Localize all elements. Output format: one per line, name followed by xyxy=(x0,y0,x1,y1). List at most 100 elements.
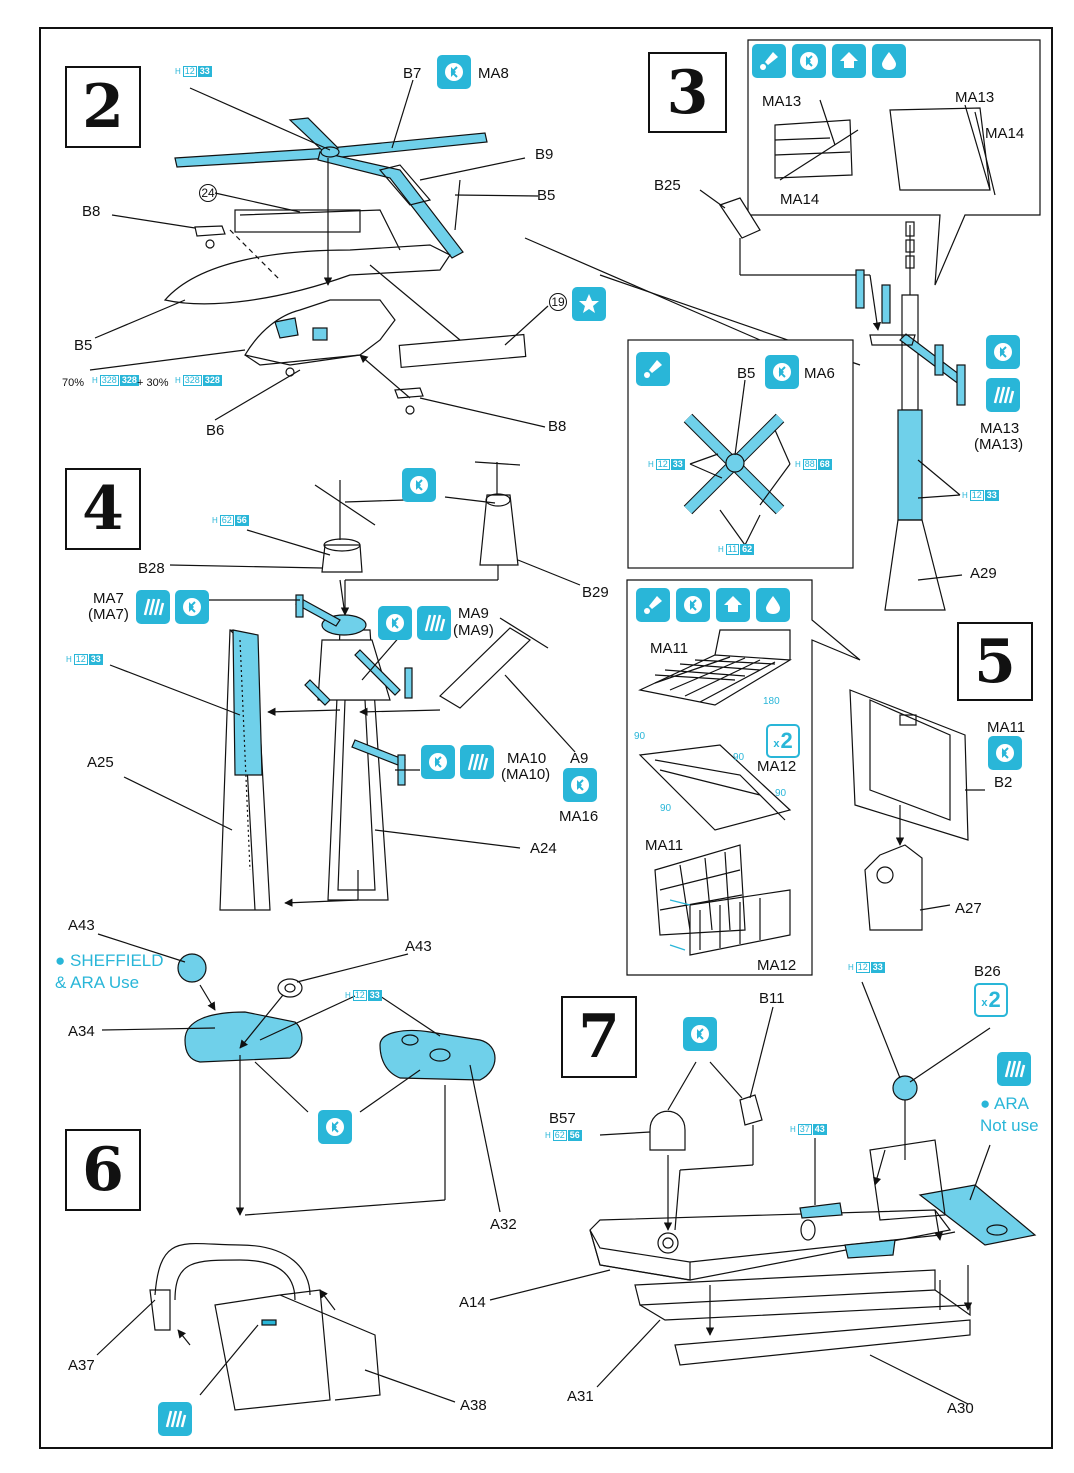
step6-bridge xyxy=(96,933,501,1411)
label-b5: B5 xyxy=(737,365,756,382)
note-sheffield-ara-use: ● SHEFFIELD& ARA Use xyxy=(55,951,164,992)
step4-foremast xyxy=(109,461,581,911)
angle-90-a: 90 xyxy=(634,731,646,742)
label-a32: A32 xyxy=(490,1216,517,1233)
decal-star-icon xyxy=(572,287,606,321)
label-ma13-paren: (MA13) xyxy=(974,436,1024,453)
step5-radar xyxy=(849,689,985,931)
mix-ratio-70: 70% xyxy=(62,377,85,389)
photo-etch-icon xyxy=(158,1402,192,1436)
cement-icon xyxy=(402,468,436,502)
step-number-5: 5 xyxy=(957,622,1033,701)
label-b8-left: B8 xyxy=(82,203,101,220)
label-ma14-b: MA14 xyxy=(985,125,1025,142)
label-ma8: MA8 xyxy=(478,65,509,82)
decal-number-19: 19 xyxy=(549,293,567,311)
label-ma10-paren: (MA10) xyxy=(501,766,551,783)
angle-180: 180 xyxy=(763,696,780,707)
label-b25: B25 xyxy=(654,177,681,194)
step5-inset xyxy=(626,579,861,976)
angle-90-d: 90 xyxy=(775,788,787,799)
cement-icon xyxy=(437,55,471,89)
label-b57: B57 xyxy=(549,1110,576,1127)
label-a9: A9 xyxy=(570,750,589,767)
label-b9: B9 xyxy=(535,146,554,163)
label-b8-bottom: B8 xyxy=(548,418,567,435)
step7-deck xyxy=(489,981,1037,1405)
label-ma13-main: MA13 xyxy=(980,420,1020,437)
label-ma7-paren: (MA7) xyxy=(88,606,129,623)
cement-icon xyxy=(421,745,455,779)
cement-icon xyxy=(563,768,597,802)
decal-number-24: 24 xyxy=(199,184,217,202)
label-ma7: MA7 xyxy=(93,590,124,607)
cement-icon xyxy=(765,355,799,389)
label-a29: A29 xyxy=(970,565,997,582)
paint-icon xyxy=(636,352,670,386)
label-b29: B29 xyxy=(582,584,609,601)
label-a25: A25 xyxy=(87,754,114,771)
label-a38: A38 xyxy=(460,1397,487,1414)
optional-part-icon xyxy=(832,44,866,78)
photo-etch-icon xyxy=(997,1052,1031,1086)
label-ma12-b: MA12 xyxy=(757,957,797,974)
photo-etch-icon xyxy=(417,606,451,640)
label-ma16: MA16 xyxy=(559,808,599,825)
label-ma12-a: MA12 xyxy=(757,758,797,775)
label-b5-top: B5 xyxy=(537,187,556,204)
label-ma13-a: MA13 xyxy=(762,93,802,110)
cement-icon xyxy=(318,1110,352,1144)
step3-mast xyxy=(627,39,1041,611)
label-b2: B2 xyxy=(994,774,1013,791)
label-a14: A14 xyxy=(459,1294,486,1311)
label-a37: A37 xyxy=(68,1357,95,1374)
label-ma13-b: MA13 xyxy=(955,89,995,106)
label-a30: A30 xyxy=(947,1400,974,1417)
weathering-icon xyxy=(872,44,906,78)
angle-90-b: 90 xyxy=(733,752,745,763)
step-number-4: 4 xyxy=(65,468,141,550)
label-a24: A24 xyxy=(530,840,557,857)
label-b5-left: B5 xyxy=(74,337,93,354)
label-ma9: MA9 xyxy=(458,605,489,622)
weathering-icon xyxy=(756,588,790,622)
paint-icon xyxy=(636,588,670,622)
label-a31: A31 xyxy=(567,1388,594,1405)
step2-helicopter xyxy=(89,79,861,428)
cement-icon xyxy=(175,590,209,624)
label-ma11-a: MA11 xyxy=(650,640,689,657)
step-number-2: 2 xyxy=(65,66,141,148)
mix-ratio-30: + 30% xyxy=(137,377,169,389)
paint-icon xyxy=(752,44,786,78)
cement-icon xyxy=(986,335,1020,369)
label-b11: B11 xyxy=(759,990,785,1007)
photo-etch-icon xyxy=(986,378,1020,412)
cement-icon xyxy=(683,1017,717,1051)
label-b28: B28 xyxy=(138,560,165,577)
step-number-6: 6 xyxy=(65,1129,141,1211)
label-ma11-main: MA11 xyxy=(987,719,1026,736)
photo-etch-icon xyxy=(136,590,170,624)
page-frame xyxy=(39,27,1053,1449)
step-number-3: 3 xyxy=(648,52,727,133)
cement-icon xyxy=(676,588,710,622)
label-ma14-a: MA14 xyxy=(780,191,820,208)
angle-90-c: 90 xyxy=(660,803,672,814)
cement-icon xyxy=(792,44,826,78)
label-b6: B6 xyxy=(206,422,225,439)
